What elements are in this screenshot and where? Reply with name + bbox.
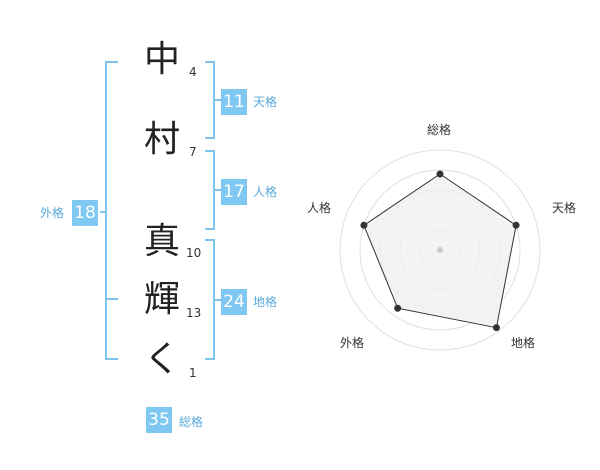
stroke-count-3: 10 [186,246,202,260]
jinkaku-label: 人格 [253,185,278,199]
radar-point-5 [360,221,368,229]
name-char-2: 村 [143,119,180,160]
radar-axis-label-soukaku: 総格 [427,123,452,137]
chikaku-score-badge: 24 [221,289,247,315]
tenkaku-bracket [205,61,215,139]
radar-axis-label-chikaku: 地格 [511,336,536,350]
radar-ring-5 [339,149,541,351]
radar-point-3 [492,324,500,332]
stroke-count-1: 4 [189,65,197,79]
name-char-5: く [143,339,180,380]
name-char-1: 中 [143,39,180,80]
tenkaku-score-badge: 11 [221,89,247,115]
gaikaku-label: 外格 [40,206,65,220]
tenkaku-label: 天格 [253,95,278,109]
radar-axis-label-gaikaku: 外格 [340,336,365,350]
radar-axis-label-jinkaku: 人格 [307,201,332,215]
soukaku-label: 総格 [179,415,204,429]
jinkaku-bracket-tick [215,189,221,191]
gaikaku-bracket [105,61,118,360]
chikaku-label: 地格 [253,295,278,309]
radar-axis-label-tenkaku: 天格 [552,201,577,215]
chikaku-bracket-tick [215,299,221,301]
radar-point-1 [436,170,444,178]
gaikaku-bracket-tick [100,211,105,213]
radar-center-dot [437,247,443,253]
gaikaku-bracket-divider [105,298,118,300]
radar-point-4 [394,304,402,312]
soukaku-score-badge: 35 [146,407,172,433]
name-char-4: 輝 [143,279,180,320]
jinkaku-bracket [205,150,215,230]
gaikaku-score-badge: 18 [72,200,98,226]
name-char-3: 真 [143,221,180,262]
radar-ring-4 [359,169,521,331]
stroke-count-2: 7 [189,145,197,159]
stroke-count-5: 1 [189,366,197,380]
radar-point-2 [512,221,520,229]
tenkaku-bracket-tick [215,99,221,101]
stroke-count-4: 13 [186,306,202,320]
chikaku-bracket [205,239,215,360]
jinkaku-score-badge: 17 [221,179,247,205]
